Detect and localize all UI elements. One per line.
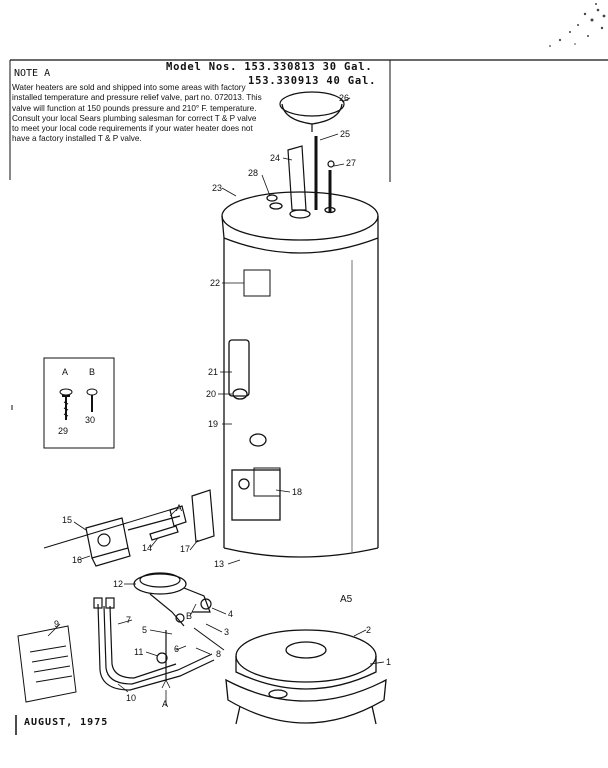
callout-11: 11 bbox=[134, 647, 144, 657]
section-label: A5 bbox=[340, 594, 353, 605]
label-b-burner: B bbox=[186, 611, 193, 621]
callout-20: 20 bbox=[206, 389, 217, 399]
callout-21: 21 bbox=[208, 367, 219, 377]
part-1-base bbox=[225, 678, 387, 724]
callout-16: 16 bbox=[72, 555, 83, 565]
jacket-base bbox=[225, 629, 387, 725]
callout-28: 28 bbox=[248, 168, 259, 178]
part-28-fitting bbox=[266, 194, 278, 202]
note-body: Water heaters are sold and shipped into … bbox=[12, 83, 262, 144]
callout-27: 27 bbox=[346, 158, 357, 168]
callout-15: 15 bbox=[62, 515, 73, 525]
callout-12: 12 bbox=[113, 579, 124, 589]
drain-cap bbox=[249, 433, 267, 447]
callout-30: 30 bbox=[85, 415, 96, 425]
part-17-bracket bbox=[191, 489, 215, 543]
callout-1: 1 bbox=[386, 657, 392, 667]
callout-19: 19 bbox=[208, 419, 219, 429]
callout-26: 26 bbox=[339, 93, 350, 103]
frame-lines bbox=[9, 59, 608, 735]
callout-8: 8 bbox=[216, 649, 222, 659]
part-20-fitting bbox=[232, 388, 248, 400]
part-26-cap bbox=[279, 91, 345, 117]
part-22-plate bbox=[243, 269, 271, 297]
callout-25: 25 bbox=[340, 129, 351, 139]
part-18-panel bbox=[253, 467, 281, 497]
leader-lines bbox=[47, 97, 385, 706]
screw-label-a: A bbox=[62, 367, 69, 377]
diagram-date: AUGUST, 1975 bbox=[24, 717, 109, 728]
model-line-2: 153.330913 40 Gal. bbox=[248, 75, 377, 87]
callout-9: 9 bbox=[54, 619, 60, 629]
callout-24: 24 bbox=[270, 153, 281, 163]
access-opening bbox=[231, 469, 281, 521]
part-24-baffle bbox=[287, 145, 307, 211]
callout-13: 13 bbox=[214, 559, 225, 569]
burner-assembly bbox=[133, 572, 212, 680]
callout-17: 17 bbox=[180, 544, 191, 554]
screw-label-b: B bbox=[89, 367, 96, 377]
callout-14: 14 bbox=[142, 543, 153, 553]
instruction-card bbox=[17, 625, 77, 703]
label-a-valve: A bbox=[176, 503, 183, 513]
callout-3: 3 bbox=[224, 627, 230, 637]
callout-6: 6 bbox=[174, 644, 180, 654]
part-11-fitting bbox=[156, 652, 168, 664]
callout-7: 7 bbox=[126, 615, 132, 625]
callout-23: 23 bbox=[212, 183, 223, 193]
callout-29: 29 bbox=[58, 426, 69, 436]
callout-22: 22 bbox=[210, 278, 221, 288]
callout-4: 4 bbox=[228, 609, 234, 619]
screw-box bbox=[43, 357, 115, 449]
tank bbox=[221, 191, 379, 558]
part-21-cover bbox=[228, 339, 250, 397]
callout-2: 2 bbox=[366, 625, 372, 635]
scan-artifact bbox=[549, 3, 606, 47]
model-line-1: Model Nos. 153.330813 30 Gal. bbox=[166, 61, 373, 73]
callout-10: 10 bbox=[126, 693, 137, 703]
label-a-arrow: A bbox=[162, 699, 169, 709]
gas-tubing bbox=[93, 597, 225, 691]
callout-5: 5 bbox=[142, 625, 148, 635]
callout-18: 18 bbox=[292, 487, 303, 497]
note-title: NOTE A bbox=[14, 68, 51, 79]
flue-assembly bbox=[279, 91, 345, 212]
part-14-fitting bbox=[149, 525, 179, 541]
part-2-cover bbox=[235, 629, 377, 683]
tank-top bbox=[221, 191, 379, 241]
gas-control-valve bbox=[43, 489, 215, 567]
